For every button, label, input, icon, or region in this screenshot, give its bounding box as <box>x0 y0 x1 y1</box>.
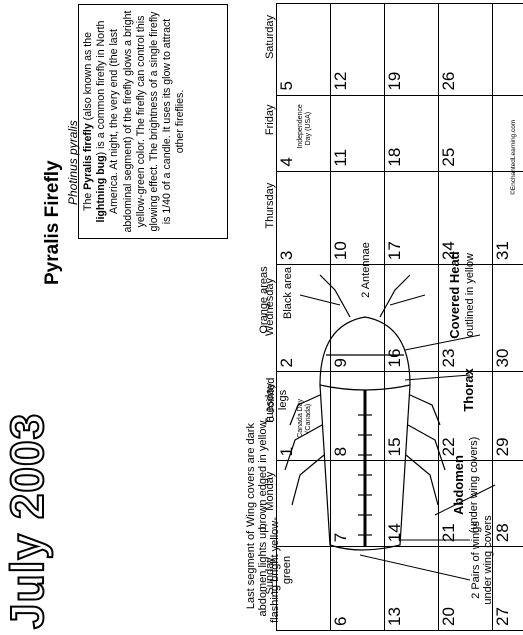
calendar-week-row: 20 21 22 23 24 25 26 <box>438 3 493 631</box>
calendar-day-cell: 31 <box>492 171 523 265</box>
calendar-day-cell: 20 <box>438 546 493 631</box>
day-number: 4 <box>277 157 296 167</box>
day-number: 19 <box>385 71 404 91</box>
day-number: 25 <box>439 147 458 167</box>
day-number: 13 <box>385 607 404 626</box>
day-number: 11 <box>331 148 350 167</box>
day-number: 1 <box>277 446 296 457</box>
calendar-day-cell: 24 <box>438 171 493 265</box>
calendar-day-cell: 22 <box>438 371 493 461</box>
calendar-day-cell: 17 <box>384 171 439 265</box>
calendar-day-cell: 2 <box>276 264 331 372</box>
description-text: (also known as the <box>82 31 94 124</box>
day-number: 28 <box>493 523 512 543</box>
calendar-day-cell: 10 <box>330 171 385 265</box>
calendar-day-cell: 23 <box>438 264 493 372</box>
calendar-empty-cell <box>276 546 331 631</box>
day-number: 3 <box>277 250 296 261</box>
day-number: 6 <box>331 616 350 626</box>
calendar-week-row: 13 14 15 16 17 18 19 <box>384 3 439 631</box>
calendar-day-cell: 21 <box>438 460 493 547</box>
day-number: 24 <box>439 241 458 261</box>
calendar-day-cell: 12 <box>330 3 385 96</box>
calendar-week-row: 6 7 8 9 10 11 12 <box>330 3 385 631</box>
day-number: 22 <box>439 437 458 457</box>
day-number: 9 <box>331 357 350 368</box>
day-number: 29 <box>493 437 512 457</box>
day-number: 17 <box>385 241 404 261</box>
day-number: 30 <box>493 348 512 368</box>
calendar-day-cell: 28 <box>492 460 523 547</box>
calendar-empty-cell <box>492 95 523 172</box>
calendar-day-cell: 13 <box>384 546 439 631</box>
subtitle: Pyralis Firefly <box>42 160 63 285</box>
calendar-day-cell: 27 <box>492 546 523 631</box>
weekday-header: Sunday <box>264 557 276 595</box>
calendar-day-cell: 25 <box>438 95 493 172</box>
calendar-day-cell: 16 <box>384 264 439 372</box>
day-number: 16 <box>385 348 404 368</box>
weekday-header: Wednesday <box>264 278 276 336</box>
calendar-day-cell: 5 <box>276 3 331 96</box>
copyright: ©EnchantedLearning.com <box>510 119 517 195</box>
calendar-empty-cell <box>276 460 331 547</box>
day-number: 15 <box>385 437 404 457</box>
day-number: 21 <box>439 523 458 543</box>
day-number: 27 <box>493 607 512 626</box>
calendar-day-cell: 3 <box>276 171 331 265</box>
description-text: The <box>82 189 94 212</box>
day-number: 8 <box>331 446 350 457</box>
weekday-header: Monday <box>264 471 276 511</box>
day-number: 7 <box>331 532 350 543</box>
page-title: July 2003 <box>0 412 54 630</box>
day-number: 14 <box>385 523 404 543</box>
calendar-day-cell: 11 <box>330 95 385 172</box>
description-bold: lightning bug <box>95 155 108 223</box>
calendar-day-cell: 7 <box>330 460 385 547</box>
day-number: 2 <box>277 357 296 368</box>
calendar-day-cell: 26 <box>438 3 493 96</box>
description-box: The Pyralis firefly (also known as the l… <box>78 4 228 239</box>
day-number: 26 <box>439 71 458 91</box>
calendar-day-cell: 9 <box>330 264 385 372</box>
firefly-illustration <box>284 274 496 581</box>
weekday-header: Tuesday <box>264 383 276 425</box>
calendar-week-row: 27 28 29 30 31 <box>492 3 523 631</box>
calendar-grid: Sunday Monday Tuesday Wednesday Thursday… <box>258 3 523 631</box>
day-number: 18 <box>385 147 404 167</box>
weekday-header: Friday <box>264 104 276 136</box>
holiday-label: Independence Day (USA) <box>297 104 312 149</box>
day-number: 10 <box>331 241 350 261</box>
calendar-day-cell: 6 <box>330 546 385 631</box>
calendar-day-cell: 19 <box>384 3 439 96</box>
day-number: 23 <box>439 348 458 368</box>
calendar-day-cell: 30 <box>492 264 523 372</box>
weekday-header: Thursday <box>264 182 276 229</box>
calendar-day-cell: 8 <box>330 371 385 461</box>
day-number: 31 <box>493 241 512 261</box>
calendar-day-cell: 18 <box>384 95 439 172</box>
day-number: 12 <box>331 71 350 91</box>
description-text: ) is a common firefly in North America. … <box>95 10 187 233</box>
calendar-day-cell: 15 <box>384 371 439 461</box>
weekday-header: Saturday <box>264 15 276 60</box>
firefly-diagram: Orange areas Black area 2 Antennae Cover… <box>240 242 520 635</box>
description-bold: Pyralis firefly <box>82 123 94 190</box>
calendar-day-cell: 14 <box>384 460 439 547</box>
day-number: 20 <box>439 607 458 626</box>
weekday-header-row: Sunday Monday Tuesday Wednesday Thursday… <box>258 4 277 631</box>
day-number: 5 <box>277 81 296 91</box>
calendar-empty-cell <box>492 3 523 96</box>
calendar-day-cell: 29 <box>492 371 523 461</box>
holiday-label: Canada Day (Canada) <box>297 398 312 438</box>
